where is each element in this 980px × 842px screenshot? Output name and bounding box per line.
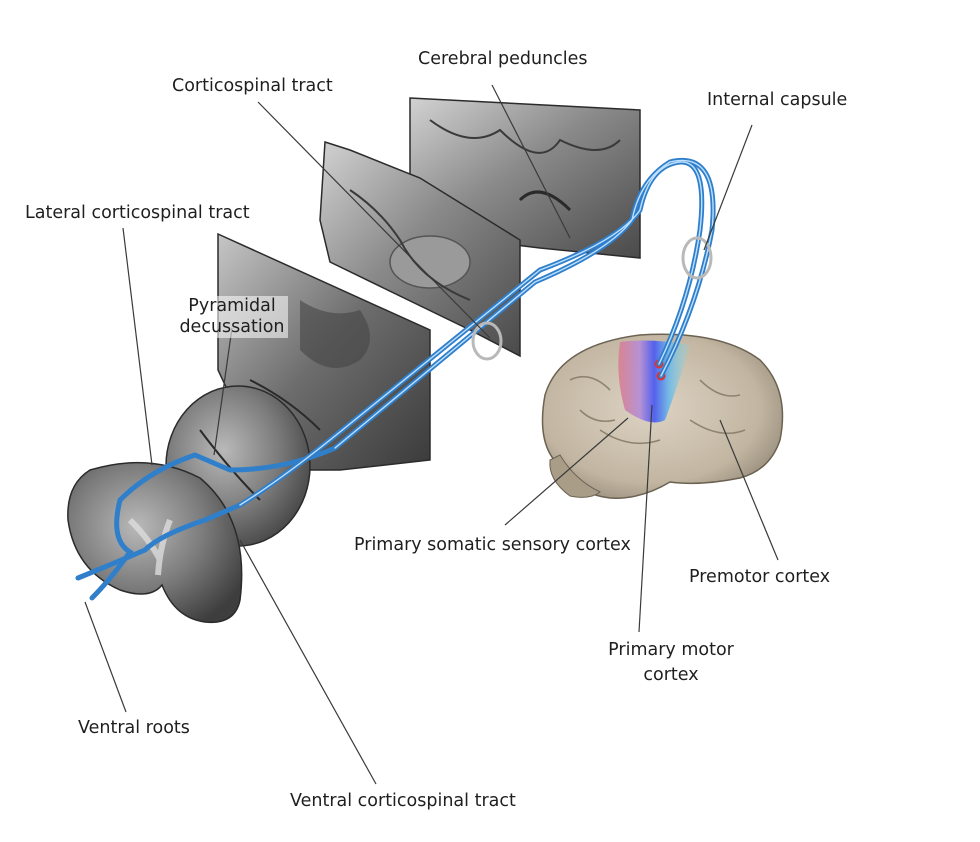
leader-lines [84, 84, 779, 785]
leader-primary-somatic-sensory-cortex [504, 417, 629, 526]
label-cerebral-peduncles: Cerebral peduncles [418, 49, 588, 69]
label-primary-somatic-sensory-cortex: Primary somatic sensory cortex [354, 535, 631, 555]
label-ventral-roots: Ventral roots [78, 718, 190, 738]
label-pyramidal-decussation-line1: Pyramidal [188, 296, 276, 316]
corticospinal-tract-fibers [75, 158, 716, 601]
label-primary-motor-cortex-line2: cortex [643, 665, 699, 685]
label-ventral-corticospinal-tract: Ventral corticospinal tract [290, 791, 516, 811]
leader-internal-capsule [703, 124, 753, 251]
leader-premotor-cortex [719, 419, 779, 561]
leader-ventral-corticospinal-tract [239, 539, 377, 785]
leader-pyramidal-decussation [213, 327, 233, 456]
label-premotor-cortex: Premotor cortex [689, 567, 831, 587]
internal-capsule-ring [681, 236, 713, 280]
label-primary-motor-cortex-line1: Primary motor [608, 640, 734, 660]
brain-illustration [541, 333, 784, 499]
leader-primary-motor-cortex [638, 404, 653, 633]
leader-ventral-roots [84, 601, 127, 713]
peduncle-ring [471, 321, 503, 361]
label-pyramidal-decussation-line2: decussation [179, 317, 285, 337]
label-primary-motor-cortex: Primary motor cortex [591, 640, 751, 686]
label-lateral-corticospinal-tract: Lateral corticospinal tract [25, 203, 250, 223]
leader-cerebral-peduncles [491, 84, 571, 239]
leader-corticospinal-tract [257, 101, 491, 339]
pons-section [319, 140, 521, 358]
label-internal-capsule: Internal capsule [707, 90, 848, 110]
label-pyramidal-decussation: Pyramidal decussation [176, 296, 288, 338]
leader-lateral-corticospinal-tract [122, 227, 153, 466]
label-corticospinal-tract: Corticospinal tract [172, 76, 333, 96]
